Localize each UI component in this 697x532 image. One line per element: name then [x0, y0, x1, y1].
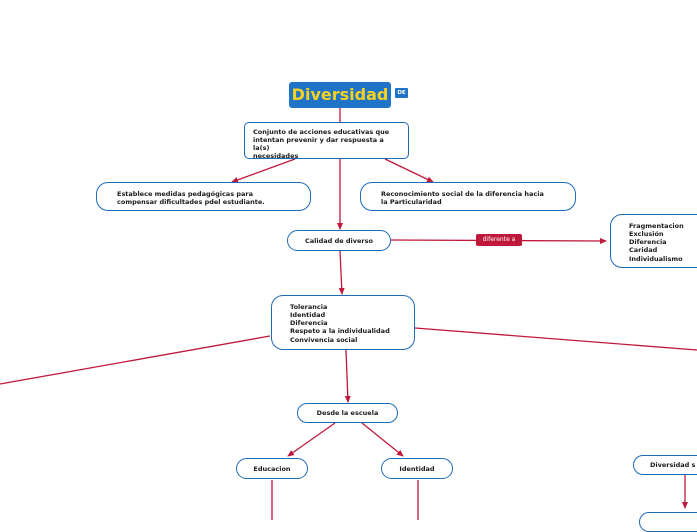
school-text: Desde la escuela [316, 409, 379, 417]
identity-text: Identidad [399, 465, 435, 473]
definition-node[interactable]: Conjunto de acciones educativas que inte… [244, 122, 409, 161]
education-text: Educacion [253, 465, 291, 473]
connector-school-identity [361, 422, 404, 457]
opposites-text: Fragmentacion Exclusión Diferencia Carid… [629, 222, 684, 263]
identity-node[interactable]: Identidad [381, 458, 453, 479]
education-node[interactable]: Educacion [236, 458, 308, 479]
right-branch-text: Reconocimiento social de la diferencia h… [381, 190, 544, 207]
connector-values-right-offscreen [414, 327, 697, 351]
diversity-partial-node[interactable]: Diversidad s [633, 455, 697, 475]
right-branch-node[interactable]: Reconocimiento social de la diferencia h… [360, 182, 576, 211]
school-node[interactable]: Desde la escuela [297, 403, 398, 423]
left-branch-node[interactable]: Establece medidas pedagógicas para compe… [96, 182, 311, 211]
connector-definition-right [384, 158, 434, 183]
definition-text: Conjunto de acciones educativas que inte… [253, 128, 390, 161]
connector-quality-values [338, 250, 345, 295]
left-branch-text: Establece medidas pedagógicas para compe… [117, 190, 265, 207]
connector-values-school [344, 349, 351, 403]
root-node-title[interactable]: Diversidad [289, 82, 391, 108]
connector-layer [0, 108, 697, 520]
values-text: Tolerancia Identidad Diferencia Respeto … [290, 303, 390, 344]
values-node[interactable]: Tolerancia Identidad Diferencia Respeto … [271, 295, 415, 350]
diversity-partial-text: Diversidad s [650, 461, 696, 469]
connector-values-left-offscreen [0, 335, 271, 385]
quality-text: Calidad de diverso [305, 237, 373, 245]
opposites-node[interactable]: Fragmentacion Exclusión Diferencia Carid… [610, 214, 697, 268]
offscreen-node-bottom-right[interactable] [639, 512, 697, 532]
quality-node[interactable]: Calidad de diverso [287, 230, 391, 251]
root-node-badge: DE [395, 88, 408, 98]
connector-definition-left [231, 158, 296, 183]
connector-school-education [287, 422, 336, 457]
relation-label[interactable]: diferente a [476, 234, 522, 246]
